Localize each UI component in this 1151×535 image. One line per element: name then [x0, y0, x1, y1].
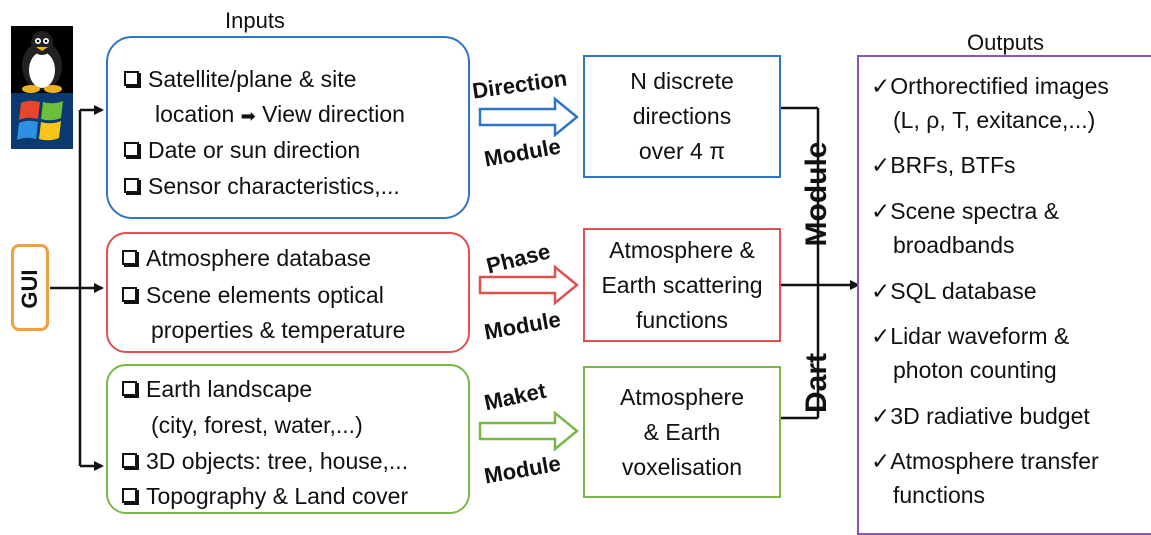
penguin-icon: [22, 31, 62, 93]
outputs-header: Outputs: [967, 30, 1045, 55]
list-item: 3D objects: tree, house,...: [122, 447, 408, 475]
output-item: ✓SQL database: [871, 278, 1037, 304]
engine-dart-label: Dart: [800, 353, 833, 414]
check-icon: ✓: [871, 198, 891, 224]
checkbox-icon: [122, 381, 137, 396]
direction-inputs-box: Satellite/plane & site location ➡ View d…: [106, 36, 470, 219]
checkbox-icon: [122, 287, 137, 302]
output-item: photon counting: [893, 357, 1057, 383]
checkbox-icon: [124, 178, 139, 193]
output-item: ✓Lidar waveform &: [871, 323, 1070, 349]
linux-logo: [11, 26, 73, 93]
check-icon: ✓: [871, 152, 891, 178]
output-item: ✓Scene spectra &: [871, 198, 1060, 224]
phase-inputs-box: Atmosphere database Scene elements optic…: [106, 232, 470, 353]
output-item: (L, ρ, T, exitance,...): [893, 107, 1096, 133]
output-item: ✓3D radiative budget: [871, 403, 1090, 429]
output-item: ✓Atmosphere transfer: [871, 448, 1099, 474]
list-item: (city, forest, water,...): [151, 412, 363, 438]
checkbox-icon: [124, 71, 139, 86]
gui-label: GUI: [17, 269, 42, 309]
list-item: Scene elements optical: [122, 281, 384, 309]
list-item: Sensor characteristics,...: [124, 172, 400, 200]
check-icon: ✓: [871, 73, 891, 99]
windows-flag-icon: [17, 100, 63, 141]
check-icon: ✓: [871, 448, 891, 474]
inputs-header: Inputs: [225, 8, 285, 33]
check-icon: ✓: [871, 278, 891, 304]
check-icon: ✓: [871, 403, 891, 429]
list-item: location ➡ View direction: [155, 101, 405, 127]
maket-inputs-box: Earth landscape (city, forest, water,...…: [106, 364, 470, 514]
list-item: Date or sun direction: [124, 136, 360, 164]
check-icon: ✓: [871, 323, 891, 349]
list-item: properties & temperature: [151, 317, 406, 343]
outputs-box: ✓Orthorectified images (L, ρ, T, exitanc…: [857, 55, 1151, 535]
list-item: Earth landscape: [122, 375, 312, 403]
checkbox-icon: [122, 488, 137, 503]
output-item: broadbands: [893, 232, 1015, 258]
list-item: Satellite/plane & site: [124, 65, 356, 93]
engine-module-label: Module: [800, 141, 833, 247]
gui-box[interactable]: GUI: [11, 244, 49, 331]
checkbox-icon: [122, 250, 137, 265]
checkbox-icon: [122, 453, 137, 468]
list-item: Topography & Land cover: [122, 482, 408, 510]
output-item: ✓Orthorectified images: [871, 73, 1109, 99]
output-item: ✓BRFs, BTFs: [871, 152, 1016, 178]
connector-lines: [50, 96, 860, 471]
list-item: Atmosphere database: [122, 244, 371, 272]
output-item: functions: [893, 482, 986, 508]
windows-logo: [11, 93, 73, 149]
checkbox-icon: [124, 142, 139, 157]
right-arrow-icon: ➡: [240, 106, 256, 126]
